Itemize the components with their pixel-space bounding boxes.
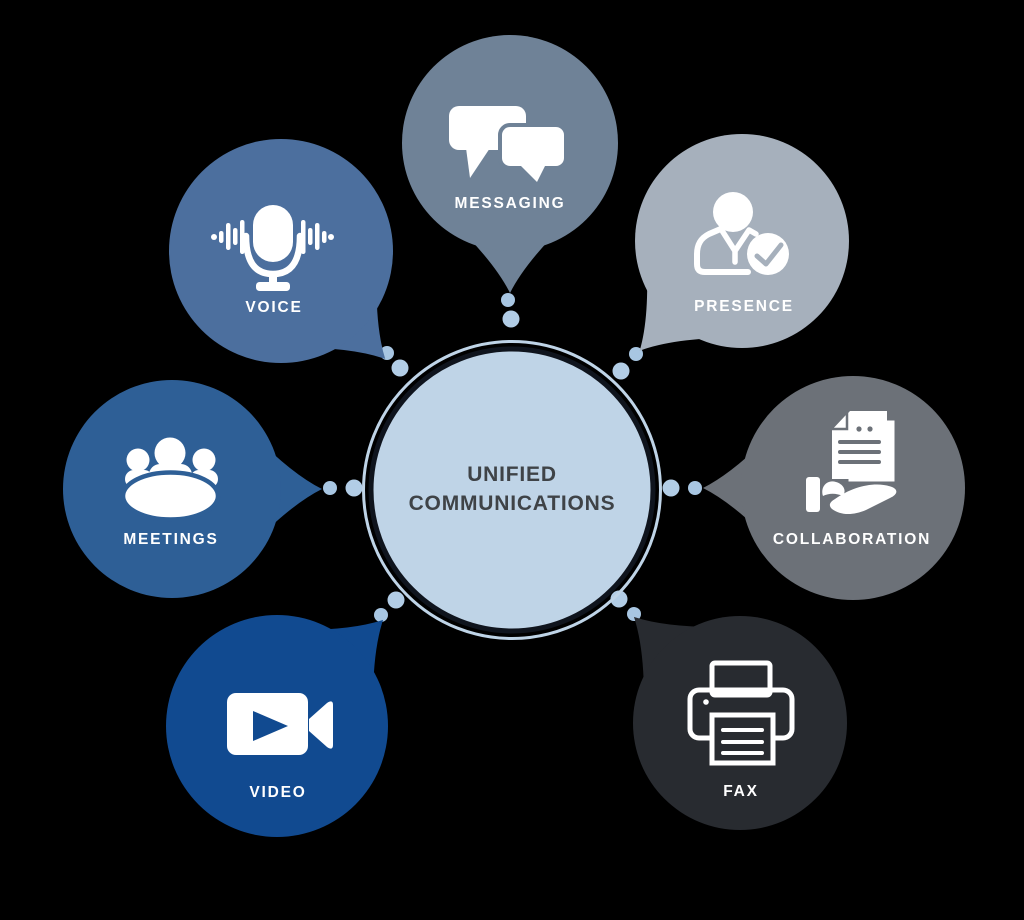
chat-bubble-back-tail	[466, 148, 490, 178]
camera-lens	[309, 701, 333, 749]
connector-dot	[610, 590, 628, 608]
connector-dot	[501, 293, 515, 307]
soundwave-bar	[308, 228, 313, 245]
connector-dot	[662, 479, 680, 497]
document-lines	[838, 440, 881, 464]
fax-paper-lines	[721, 728, 764, 755]
collaboration-circle	[741, 376, 965, 600]
fax-label: FAX	[723, 783, 759, 800]
soundwave-bar	[233, 228, 238, 245]
person-collar	[718, 226, 759, 265]
check-badge	[747, 233, 789, 275]
center-hub: UNIFIED COMMUNICATIONS	[362, 340, 662, 640]
soundwave-bar	[240, 220, 245, 254]
bubble-presence: PRESENCE	[635, 134, 849, 351]
person-check-icon	[694, 192, 789, 275]
soundwave-bar	[322, 231, 327, 243]
attendee-head	[192, 448, 216, 472]
connector-dot	[502, 310, 520, 328]
center-outer-ring	[362, 340, 662, 640]
bubble-messaging: MESSAGING	[402, 35, 618, 293]
soundwave-bar	[226, 223, 231, 250]
bubble-meetings: MEETINGS	[63, 380, 322, 598]
fax-output-paper	[709, 712, 776, 766]
collaboration-label: COLLABORATION	[773, 531, 931, 548]
video-label: VIDEO	[249, 784, 306, 801]
chat-bubble-front	[498, 123, 568, 170]
mic-base	[256, 282, 290, 291]
center-circle-fill	[371, 349, 653, 631]
soundwave-bar	[315, 223, 320, 250]
mic-stem	[269, 273, 277, 284]
bubble-voice: VOICE	[169, 139, 393, 363]
document-dot	[856, 426, 862, 432]
bubble-video: VIDEO	[166, 615, 388, 837]
connector-dot	[688, 481, 702, 495]
fax-machine-icon	[687, 660, 795, 766]
meeting-table	[120, 470, 221, 522]
chat-bubbles-icon	[449, 106, 568, 182]
center-title-line2: COMMUNICATIONS	[409, 492, 616, 515]
connector-dot	[323, 481, 337, 495]
soundwave-bar	[301, 220, 306, 254]
connector-dot	[391, 359, 409, 377]
hand-documents-icon	[806, 408, 898, 515]
fax-paper-tray	[709, 660, 773, 698]
person-torso	[694, 225, 751, 275]
connector-dots	[323, 293, 702, 622]
fax-indicator-dot	[703, 699, 709, 705]
chat-bubble-front-tail	[521, 166, 545, 182]
hand-palm	[829, 484, 897, 515]
messaging-label: MESSAGING	[455, 195, 566, 212]
check-mark	[754, 242, 784, 267]
connector-dot	[612, 362, 630, 380]
document-fold	[828, 408, 849, 431]
bubble-fax: FAX	[633, 616, 847, 830]
center-title-line1: UNIFIED	[467, 463, 557, 486]
soundwave-dot	[211, 234, 217, 240]
microphone-icon	[211, 205, 334, 291]
mic-capsule	[253, 205, 293, 262]
connector-dot	[629, 347, 643, 361]
soundwave-bar	[219, 231, 224, 243]
voice-label: VOICE	[245, 299, 302, 316]
meeting-people-icon	[120, 437, 221, 522]
attendee-head	[154, 437, 186, 469]
presence-label: PRESENCE	[694, 298, 794, 315]
connector-dot	[387, 591, 405, 609]
soundwave-dot	[328, 234, 334, 240]
center-dark-ring	[368, 346, 656, 634]
connector-dot	[374, 608, 388, 622]
attendee-head	[126, 448, 150, 472]
camera-play-triangle	[253, 711, 288, 741]
bubble-collaboration: COLLABORATION	[703, 376, 965, 600]
connector-dot	[627, 607, 641, 621]
hand-thumb	[822, 481, 845, 496]
video-camera-icon	[227, 693, 333, 755]
person-head	[713, 192, 753, 232]
meetings-label: MEETINGS	[123, 531, 218, 548]
connector-dot	[345, 479, 363, 497]
hand-sleeve	[806, 477, 820, 512]
document-dot	[867, 426, 873, 432]
